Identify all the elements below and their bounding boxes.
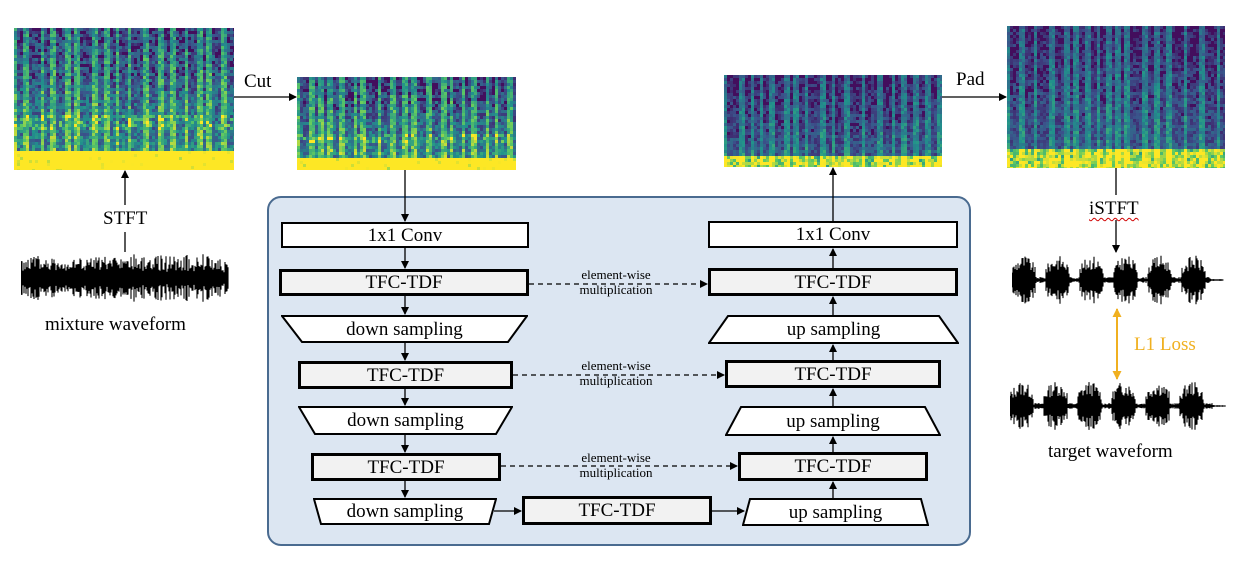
padded-spectrogram	[1007, 26, 1225, 168]
target-waveform-graphic	[1009, 380, 1226, 432]
encoder-conv-block: 1x1 Conv	[281, 222, 529, 248]
decoder-up-sampling-2-label: up sampling	[786, 410, 880, 432]
decoder-tfc-tdf-block-2: TFC-TDF	[725, 360, 941, 388]
skip-label-1-line1: element-wise	[581, 267, 651, 282]
skip-label-1: element-wise multiplication	[556, 267, 676, 297]
istft-label: iSTFT	[1089, 198, 1139, 219]
cut-label: Cut	[244, 71, 272, 92]
mixture-spectrogram	[14, 28, 234, 170]
skip-label-2-line2: multiplication	[579, 373, 653, 388]
decoder-tfc-tdf-block-3: TFC-TDF	[738, 452, 928, 481]
encoder-down-sampling-2: down sampling	[298, 406, 513, 435]
encoder-down-sampling-3-label: down sampling	[346, 501, 464, 522]
l1-loss-label: L1 Loss	[1134, 334, 1196, 355]
skip-label-3-line1: element-wise	[581, 450, 651, 465]
skip-label-2: element-wise multiplication	[556, 358, 676, 388]
decoder-tfc-tdf-block-1: TFC-TDF	[708, 268, 958, 296]
mixture-waveform	[20, 252, 229, 304]
decoder-up-sampling-3: up sampling	[742, 498, 929, 526]
decoder-up-sampling-3-label: up sampling	[788, 501, 883, 523]
target-waveform-label: target waveform	[1048, 441, 1173, 462]
mixture-waveform-label: mixture waveform	[45, 314, 186, 335]
encoder-down-sampling-1: down sampling	[281, 315, 528, 343]
encoder-down-sampling-3: down sampling	[313, 498, 497, 525]
skip-label-3: element-wise multiplication	[556, 450, 676, 480]
encoder-down-sampling-1-label: down sampling	[346, 318, 463, 340]
skip-label-1-line2: multiplication	[579, 282, 653, 297]
encoder-tfc-tdf-block-2: TFC-TDF	[298, 361, 513, 389]
estimated-waveform	[1011, 254, 1224, 306]
skip-label-2-line1: element-wise	[581, 358, 651, 373]
encoder-tfc-tdf-block-1: TFC-TDF	[279, 269, 529, 296]
decoder-conv-block: 1x1 Conv	[708, 221, 958, 248]
cut-spectrogram	[297, 77, 516, 170]
decoder-up-sampling-1: up sampling	[708, 315, 959, 344]
decoder-up-sampling-2: up sampling	[725, 406, 941, 436]
skip-label-3-line2: multiplication	[579, 465, 653, 480]
decoder-up-sampling-1-label: up sampling	[786, 319, 881, 340]
pad-label: Pad	[956, 69, 985, 90]
encoder-down-sampling-2-label: down sampling	[347, 410, 464, 431]
encoder-tfc-tdf-block-3: TFC-TDF	[311, 453, 501, 481]
bottleneck-tfc-tdf-block: TFC-TDF	[522, 496, 712, 525]
output-spectrogram	[724, 75, 942, 167]
stft-label: STFT	[103, 208, 148, 229]
